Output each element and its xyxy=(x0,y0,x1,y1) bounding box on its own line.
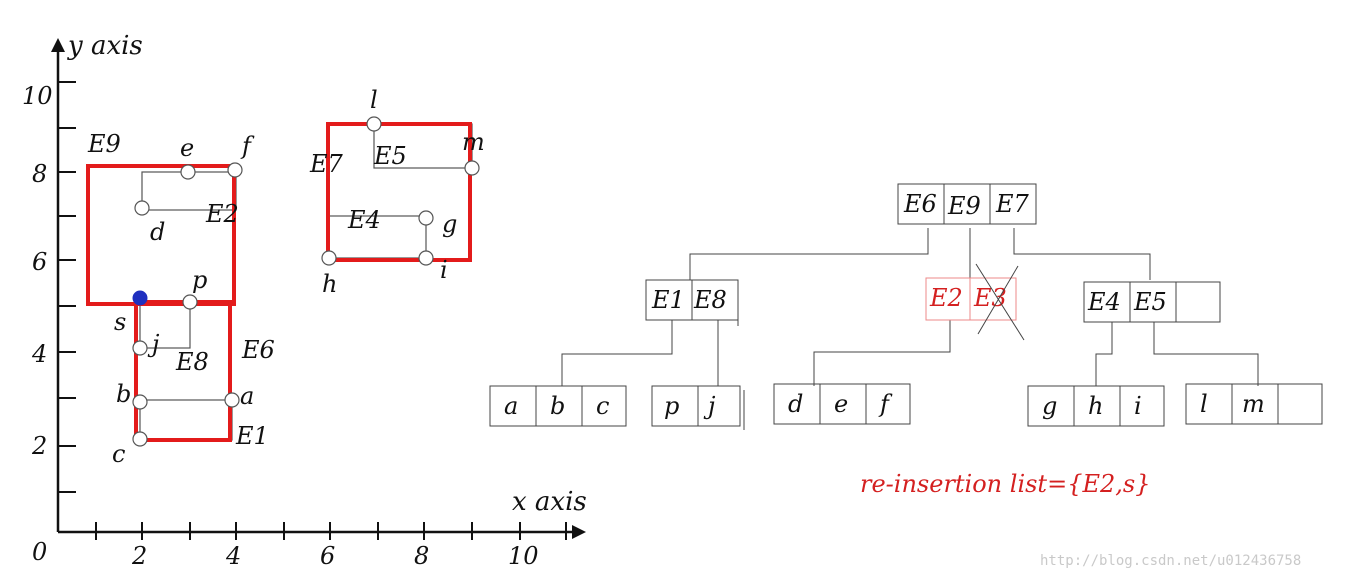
x-tick-label: 10 xyxy=(508,542,539,570)
x-axis-arrow-icon xyxy=(572,525,586,539)
strike-cross-icon xyxy=(975,263,1025,341)
r-tree: E6 E9 E7 E1 E8 E2 E3 E4 E5 xyxy=(489,183,1323,430)
point-j xyxy=(132,340,148,356)
point-label-i: i xyxy=(440,256,448,284)
point-label-l: l xyxy=(370,86,378,114)
point-label-m: m xyxy=(462,128,485,156)
tree-entry-removed: E3 xyxy=(973,284,1007,312)
point-label-g: g xyxy=(442,210,457,238)
y-tick-marks xyxy=(58,81,76,493)
tree-entry-removed: E2 xyxy=(929,284,963,312)
point-b xyxy=(132,394,148,410)
point-i xyxy=(418,250,434,266)
tree-entry: f xyxy=(878,390,893,418)
tree-entry: h xyxy=(1088,392,1103,420)
tree-leaf-p-j: p j xyxy=(651,385,745,430)
mbr-label-e5: E5 xyxy=(373,142,407,170)
mbr-label-e4: E4 xyxy=(347,206,381,234)
point-label-f: f xyxy=(240,132,255,160)
tree-leaf-g-h-i: g h i xyxy=(1027,385,1165,427)
origin-label: 0 xyxy=(32,538,47,566)
tree-entry: e xyxy=(834,390,848,418)
point-label-b: b xyxy=(116,380,131,408)
point-f xyxy=(227,162,243,178)
tree-entry: E6 xyxy=(903,190,937,218)
mbr-label-e9: E9 xyxy=(87,130,121,158)
tree-entry: E7 xyxy=(995,190,1030,218)
mbr-label-e8: E8 xyxy=(175,348,209,376)
point-c xyxy=(132,431,148,447)
parent-mbrs xyxy=(86,122,472,442)
tree-entry: b xyxy=(550,392,565,420)
y-tick-label: 4 xyxy=(31,340,47,368)
y-tick-label: 10 xyxy=(22,82,53,110)
mbr-e7-box xyxy=(326,122,472,262)
tree-root-node: E6 E9 E7 xyxy=(897,183,1037,225)
tree-entry: m xyxy=(1242,390,1265,418)
tree-entry: g xyxy=(1042,392,1057,420)
point-p xyxy=(182,294,198,310)
tree-leaf-d-e-f: d e f xyxy=(773,383,911,425)
point-label-d: d xyxy=(150,218,165,246)
coordinate-plane: y axis x axis 0 2 4 6 8 10 xyxy=(22,31,587,570)
tree-entry: c xyxy=(596,392,609,420)
mbr-labels: E1 E2 E4 E5 E8 E6 E7 E9 xyxy=(87,130,407,450)
reinsertion-list-text: re-insertion list={E2,s} xyxy=(860,470,1150,498)
data-points xyxy=(132,116,480,447)
point-labels: a b c d e f g h i j l m p s xyxy=(112,86,485,468)
tree-connectors xyxy=(561,228,1259,386)
point-label-j: j xyxy=(147,330,160,358)
mbr-label-e1: E1 xyxy=(235,422,269,450)
point-l xyxy=(366,116,382,132)
point-label-a: a xyxy=(240,382,254,410)
mbr-e8-box xyxy=(139,301,191,349)
point-a xyxy=(224,392,240,408)
x-tick-label: 6 xyxy=(320,542,335,570)
mbr-label-e6: E6 xyxy=(241,336,275,364)
x-tick-marks xyxy=(95,522,567,540)
x-tick-label: 2 xyxy=(131,542,147,570)
x-axis-label: x axis xyxy=(512,487,587,517)
tree-entry: j xyxy=(703,392,716,420)
strike-cross-icon xyxy=(977,265,1019,335)
point-label-c: c xyxy=(112,440,125,468)
point-m xyxy=(464,160,480,176)
point-label-h: h xyxy=(322,270,337,298)
y-tick-label: 8 xyxy=(32,160,47,188)
tree-node-e1-e8: E1 E8 xyxy=(645,279,739,326)
point-label-p: p xyxy=(192,266,207,294)
tree-entry: E5 xyxy=(1133,288,1167,316)
mbr-label-e2: E2 xyxy=(205,200,239,228)
watermark-text: http://blog.csdn.net/u012436758 xyxy=(1040,553,1301,569)
point-d xyxy=(134,200,150,216)
tree-node-e2-e3-removed: E2 E3 xyxy=(925,263,1025,341)
point-s-highlighted xyxy=(132,290,148,306)
tree-entry: a xyxy=(504,392,518,420)
tree-entry: E8 xyxy=(693,286,727,314)
tree-entry: E4 xyxy=(1087,288,1121,316)
point-h xyxy=(321,250,337,266)
point-g xyxy=(418,210,434,226)
y-axis-arrow-icon xyxy=(51,38,65,52)
tree-leaf-a-b-c: a b c xyxy=(489,385,627,427)
x-tick-label: 8 xyxy=(414,542,429,570)
tree-entry: i xyxy=(1134,392,1142,420)
tree-leaf-l-m: l m xyxy=(1185,383,1323,425)
x-tick-label: 4 xyxy=(225,542,241,570)
y-tick-label: 2 xyxy=(31,432,47,460)
tree-entry: E9 xyxy=(947,192,981,220)
mbr-label-e7: E7 xyxy=(309,150,344,178)
tree-node-e4-e5: E4 E5 xyxy=(1083,281,1221,323)
y-axis-label: y axis xyxy=(67,31,143,61)
tree-entry: E1 xyxy=(651,286,685,314)
point-label-e: e xyxy=(180,134,194,162)
tree-entry: p xyxy=(664,392,679,420)
point-label-s: s xyxy=(114,308,126,336)
point-e xyxy=(180,164,196,180)
tree-entry: d xyxy=(788,390,803,418)
mbr-e1-box xyxy=(139,399,233,441)
tree-entry: l xyxy=(1200,390,1208,418)
y-tick-label: 6 xyxy=(32,248,47,276)
